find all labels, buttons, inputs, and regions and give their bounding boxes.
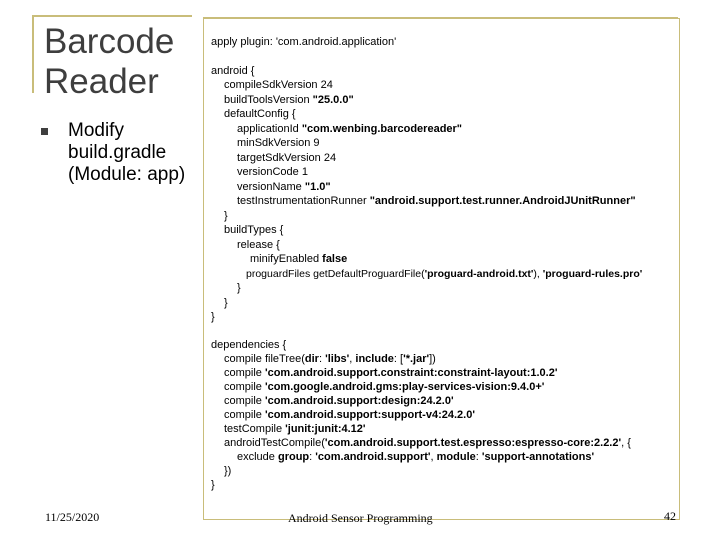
code-token: : [ <box>393 353 404 365</box>
code-token: "android.support.test.runner.AndroidJUni… <box>369 195 636 207</box>
code-line: proguardFiles getDefaultProguardFile('pr… <box>246 267 642 282</box>
code-token: versionName <box>237 181 305 193</box>
code-token: : <box>309 451 316 463</box>
slide-title-line2: Reader <box>44 62 159 101</box>
code-line: minSdkVersion 9 <box>237 137 320 149</box>
code-token: applicationId <box>237 123 302 135</box>
code-line: minifyEnabled false <box>250 252 347 267</box>
code-token: apply <box>211 36 241 48</box>
code-line: } <box>211 311 215 323</box>
code-line: dependencies { <box>211 339 287 351</box>
code-token: exclude <box>237 451 278 463</box>
code-token: proguardFiles getDefaultProguardFile( <box>246 268 425 280</box>
code-token: testCompile <box>224 423 286 435</box>
code-token: , <box>349 353 356 365</box>
code-line: versionName "1.0" <box>237 180 331 195</box>
code-token: "25.0.0" <box>312 94 354 106</box>
code-token: minifyEnabled <box>250 253 323 265</box>
code-token: 'junit:junit:4.12' <box>285 423 366 435</box>
code-token: 'com.android.support:design:24.2.0' <box>264 395 454 407</box>
code-line: apply plugin: 'com.android.application' <box>211 35 396 50</box>
slide-title-line1: Barcode <box>44 22 175 61</box>
code-line: } <box>211 479 215 491</box>
code-line: } <box>224 297 228 309</box>
code-frame-top-rule <box>203 17 678 19</box>
code-token: "com.wenbing.barcodereader" <box>301 123 463 135</box>
code-token: false <box>322 253 348 265</box>
code-line: defaultConfig { <box>224 108 296 120</box>
code-line: targetSdkVersion 24 <box>237 152 337 164</box>
bullet-text: Modify build.gradle (Module: app) <box>68 120 186 185</box>
code-token: compile <box>224 395 265 407</box>
code-line: android { <box>211 65 255 77</box>
code-token: androidTestCompile( <box>224 437 325 449</box>
code-token: 'support-annotations' <box>481 451 595 463</box>
code-token: 'com.android.support:support-v4:24.2.0' <box>264 409 475 421</box>
code-line: testCompile 'junit:junit:4.12' <box>224 422 366 437</box>
code-token: dir <box>304 353 319 365</box>
code-line: release { <box>237 239 280 251</box>
title-frame-left-rule <box>32 15 34 93</box>
code-token: ), <box>533 268 543 280</box>
code-token: 'proguard-android.txt' <box>424 268 534 280</box>
code-token: testInstrumentationRunner <box>237 195 370 207</box>
code-token: 'com.android.support.test.espresso:espre… <box>324 437 622 449</box>
code-token: , <box>430 451 437 463</box>
footer-title: Android Sensor Programming <box>288 511 433 525</box>
code-token: 'com.android.support.constraint:constrai… <box>264 367 558 379</box>
code-line: versionCode 1 <box>237 166 308 178</box>
code-token: , { <box>621 437 631 449</box>
code-line: compile 'com.android.support:support-v4:… <box>224 408 475 423</box>
code-token: : <box>318 353 326 365</box>
code-line: compile 'com.google.android.gms:play-ser… <box>224 380 544 395</box>
title-frame <box>32 15 192 93</box>
code-token: 'proguard-rules.pro' <box>542 268 643 280</box>
title-frame-top-rule <box>32 15 192 17</box>
bullet-square-icon <box>41 128 48 135</box>
slide-title: Barcode Reader <box>44 22 214 102</box>
code-token: compile fileTree( <box>224 353 305 365</box>
code-token: "1.0" <box>304 181 331 193</box>
code-line: compile 'com.android.support.constraint:… <box>224 366 557 381</box>
code-line: } <box>224 210 228 222</box>
footer-date: 11/25/2020 <box>45 510 100 524</box>
code-line: buildTypes { <box>224 224 284 236</box>
code-token: compile <box>224 367 265 379</box>
code-token: 'com.android.support' <box>315 451 431 463</box>
code-line: compile 'com.android.support:design:24.2… <box>224 394 454 409</box>
code-token: buildToolsVersion <box>224 94 313 106</box>
code-line: applicationId "com.wenbing.barcodereader… <box>237 122 462 137</box>
code-line: testInstrumentationRunner "android.suppo… <box>237 194 636 209</box>
code-token: compile <box>224 409 265 421</box>
code-token: ]) <box>429 353 436 365</box>
code-line: }) <box>224 465 232 477</box>
page-number: 42 <box>664 509 676 523</box>
code-token: module <box>436 451 476 463</box>
code-line: exclude group: 'com.android.support', mo… <box>237 450 594 465</box>
code-token: '*.jar' <box>403 353 430 365</box>
code-line: androidTestCompile('com.android.support.… <box>224 436 631 451</box>
code-line: } <box>237 282 241 294</box>
code-token: 'libs' <box>325 353 350 365</box>
code-line: compileSdkVersion 24 <box>224 79 333 91</box>
code-line: buildToolsVersion "25.0.0" <box>224 93 354 108</box>
code-token: plugin: 'com.android.application' <box>240 36 397 48</box>
code-token: include <box>355 353 394 365</box>
code-token: 'com.google.android.gms:play-services-vi… <box>264 381 545 393</box>
code-token: : <box>475 451 482 463</box>
code-line: compile fileTree(dir: 'libs', include: [… <box>224 352 436 367</box>
code-token: group <box>277 451 310 463</box>
code-token: compile <box>224 381 265 393</box>
